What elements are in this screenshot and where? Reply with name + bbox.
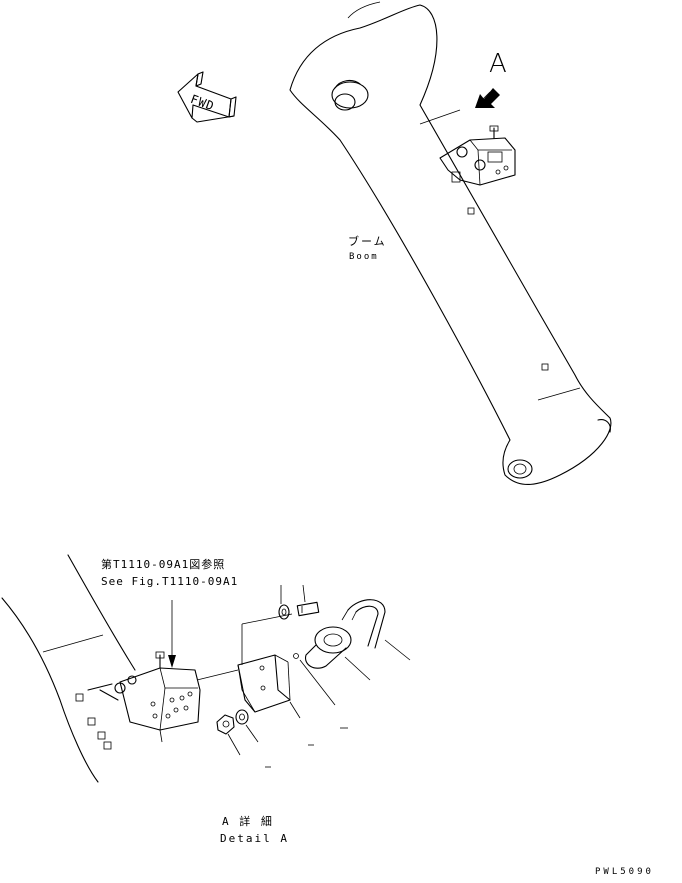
detail-accumulator bbox=[293, 626, 352, 669]
reference-label-jp: 第T1110-09A1図参照 bbox=[101, 558, 226, 571]
detail-bracket bbox=[196, 613, 293, 713]
boom-label-en: Boom bbox=[349, 252, 379, 262]
boom-label-jp: ブーム bbox=[348, 235, 387, 248]
detail-title-jp: A 詳 細 bbox=[222, 815, 274, 828]
detail-boom-section bbox=[1, 554, 136, 783]
reference-label-en: See Fig.T1110-09A1 bbox=[101, 575, 239, 588]
boom-outline bbox=[289, 1, 612, 486]
drawing-code: PWL5090 bbox=[595, 867, 654, 877]
leader-lines bbox=[159, 584, 411, 768]
fwd-arrow-icon: FWD bbox=[177, 71, 237, 123]
detail-valve-block bbox=[87, 651, 201, 731]
detail-title-en: Detail A bbox=[220, 832, 289, 845]
detail-fasteners bbox=[216, 599, 386, 735]
view-marker-label: A bbox=[489, 49, 507, 79]
valve-block-on-boom bbox=[439, 125, 516, 186]
view-a-arrow-icon bbox=[475, 88, 500, 108]
